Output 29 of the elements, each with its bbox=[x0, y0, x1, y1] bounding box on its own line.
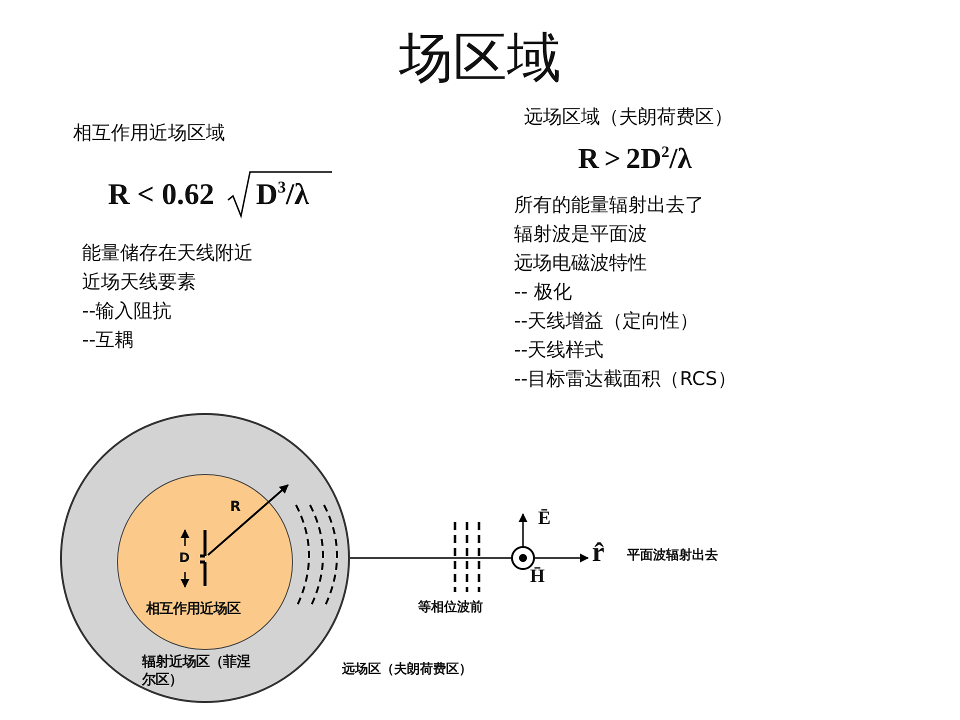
connector-line bbox=[534, 554, 589, 562]
field-vector-label: H̄ bbox=[530, 566, 545, 588]
text-line: 近场天线要素 bbox=[82, 270, 196, 295]
formula: R < 0.62 bbox=[108, 178, 214, 212]
text-line: 能量储存在天线附近 bbox=[82, 241, 253, 266]
text-line: 辐射波是平面波 bbox=[514, 222, 647, 247]
annotation: 等相位波前 bbox=[418, 599, 483, 616]
zone-label: 相互作用近场区 bbox=[146, 600, 242, 619]
formula: R > 2D$^{2}$/λ bbox=[578, 143, 692, 176]
text-line: --目标雷达截面积（RCS） bbox=[514, 367, 736, 392]
unit-vector-label: r̂ bbox=[592, 538, 604, 568]
text-line: --天线样式 bbox=[514, 338, 604, 363]
dimension-label: D bbox=[179, 551, 190, 566]
annotation: 平面波辐射出去 bbox=[627, 547, 718, 564]
heading: 远场区域（夫朗荷费区） bbox=[524, 105, 733, 130]
heading: 相互作用近场区域 bbox=[73, 121, 225, 146]
text-line: -- 极化 bbox=[514, 280, 572, 305]
formula: D$^{3}$/λ bbox=[256, 178, 309, 212]
text-line: --互耦 bbox=[82, 328, 134, 353]
text-line: 所有的能量辐射出去了 bbox=[514, 193, 704, 218]
zone-label: 辐射近场区（菲涅尔区） bbox=[142, 653, 252, 689]
field-vector-label: Ē bbox=[538, 508, 551, 530]
text-line: 远场电磁波特性 bbox=[514, 251, 647, 276]
text-line: --输入阻抗 bbox=[82, 299, 172, 324]
connector-line bbox=[350, 557, 511, 559]
text-line: --天线增益（定向性） bbox=[514, 309, 699, 334]
zone-label: 远场区（夫朗荷费区） bbox=[342, 660, 472, 678]
title: 场区域 bbox=[398, 25, 562, 91]
dimension-label: R bbox=[230, 499, 241, 515]
